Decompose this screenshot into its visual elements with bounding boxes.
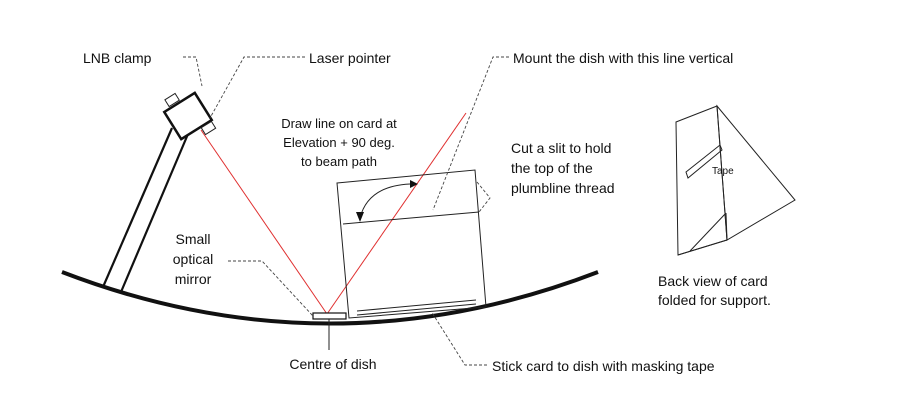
lnb-clamp-housing [162, 91, 217, 141]
label-stick-card: Stick card to dish with masking tape [492, 358, 715, 374]
label-back-view-2: folded for support. [658, 292, 771, 308]
label-slit-1: Cut a slit to hold [511, 140, 611, 156]
label-mirror-1: Small [175, 231, 210, 247]
optical-mirror [312, 312, 347, 320]
label-draw-line-2: Elevation + 90 deg. [283, 135, 395, 150]
label-centre-of-dish: Centre of dish [289, 356, 376, 372]
angle-arrow [356, 180, 418, 222]
leader-lines [183, 56, 509, 366]
label-draw-line-1: Draw line on card at [281, 116, 397, 131]
label-mirror-3: mirror [175, 271, 212, 287]
card [336, 169, 487, 319]
label-back-view-1: Back view of card [658, 273, 768, 289]
label-slit-2: the top of the [511, 160, 593, 176]
folded-card-back-view [675, 104, 796, 256]
label-laser-pointer: Laser pointer [309, 50, 391, 66]
label-mount-instruction: Mount the dish with this line vertical [513, 50, 733, 66]
lnb-support-arm [101, 127, 190, 293]
dish-curve [61, 270, 599, 326]
label-tape: Tape [712, 166, 734, 177]
laser-beam-incident [200, 129, 328, 315]
laser-beam-reflected [326, 112, 467, 315]
label-lnb-clamp: LNB clamp [83, 50, 152, 66]
label-slit-3: plumbline thread [511, 180, 615, 196]
label-mirror-2: optical [173, 251, 213, 267]
label-draw-line-3: to beam path [301, 154, 377, 169]
